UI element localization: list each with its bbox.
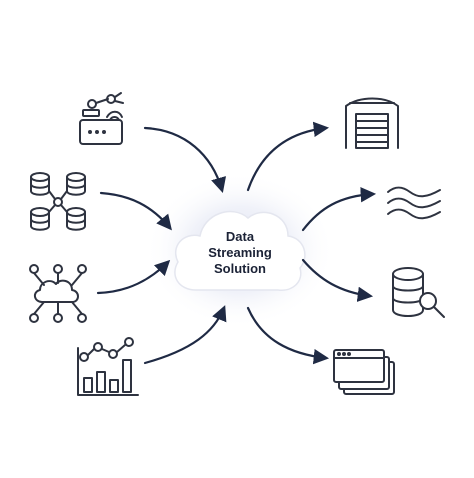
central-label-line-2: Streaming	[208, 245, 272, 260]
warehouse-icon	[345, 97, 399, 149]
analytics-chart-icon	[77, 337, 139, 396]
arrow-from-database-network	[99, 191, 172, 231]
application-windows-icon	[333, 349, 395, 395]
database-network-icon	[30, 172, 86, 231]
data-stream-waves-icon	[387, 186, 441, 220]
arrow-to-database-search	[301, 258, 374, 303]
arrow-to-data-stream	[301, 187, 377, 232]
central-label: Data Streaming Solution	[180, 229, 300, 277]
arrow-from-robot	[143, 126, 227, 193]
central-cloud	[145, 172, 335, 328]
cloud-network-icon	[29, 264, 87, 323]
outgoing-arrows	[246, 121, 377, 365]
arrow-from-cloud-network	[96, 259, 171, 295]
database-search-icon	[392, 267, 445, 318]
robot-arm-and-iot-device-icon	[79, 92, 124, 145]
arrow-to-warehouse	[246, 121, 330, 192]
arrow-from-analytics	[143, 305, 227, 365]
arrow-to-app-windows	[246, 306, 330, 365]
central-label-line-3: Solution	[214, 261, 266, 276]
incoming-arrows	[96, 126, 227, 365]
central-label-line-1: Data	[225, 229, 255, 244]
